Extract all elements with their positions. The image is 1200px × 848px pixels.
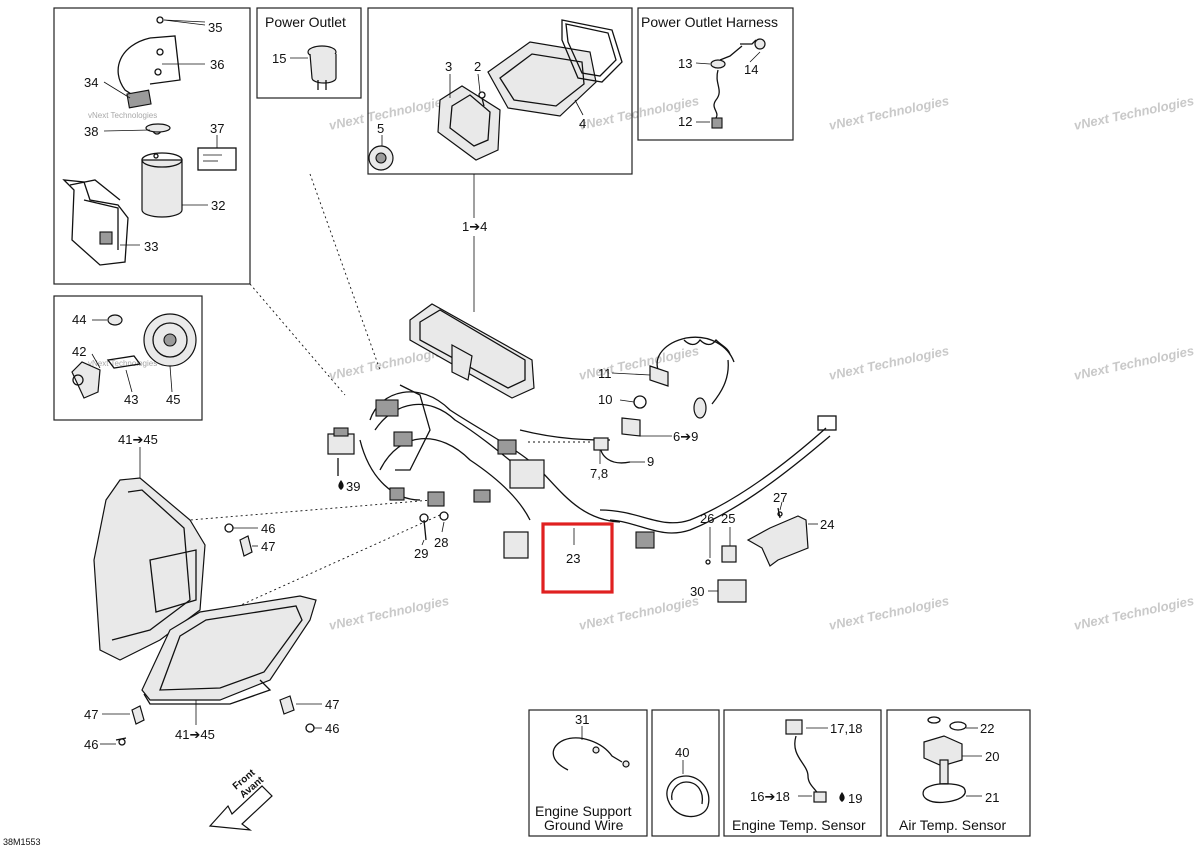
box-power-outlet: Power Outlet 15 [256, 7, 362, 99]
watermark-text: vNext Technologies [328, 93, 451, 133]
watermark-text: vNext Technologies [1073, 93, 1196, 133]
box-power-outlet-harness: Power Outlet Harness 13 14 12 [637, 7, 794, 141]
watermark-layer: vNext Technologies vNext Technologies vN… [88, 93, 1195, 633]
callout-7-8: 7,8 [590, 466, 608, 481]
callout-41-45-bottom: 41➔45 [175, 727, 215, 742]
callout-39: 39 [346, 479, 360, 494]
callout-32: 32 [211, 198, 225, 213]
callout-27: 27 [773, 490, 787, 505]
reference-lines [189, 173, 590, 611]
callout-44: 44 [72, 312, 86, 327]
callout-47-bottom-left: 47 [84, 707, 98, 722]
box-headlight-bulb: 44 42 43 45 [53, 295, 203, 421]
power-outlet-title: Power Outlet [265, 14, 346, 30]
callout-41-45-top: 41➔45 [118, 432, 158, 447]
callout-6-9: 6➔9 [673, 429, 698, 444]
callout-10: 10 [598, 392, 612, 407]
callout-24: 24 [820, 517, 834, 532]
box-filter-assembly: 35 36 34 38 37 32 33 [53, 7, 251, 285]
engine-support-title-1: Engine Support [535, 803, 632, 819]
callout-1-4: 1➔4 [462, 219, 487, 234]
front-arrow-icon: Front Avant [208, 767, 273, 831]
callout-40: 40 [675, 745, 689, 760]
watermark-text: vNext Technologies [828, 93, 951, 133]
watermark-small: vNext Technologies [88, 111, 157, 120]
callout-47-bottom-right: 47 [325, 697, 339, 712]
callout-25: 25 [721, 511, 735, 526]
callout-46-bottom-left: 46 [84, 737, 98, 752]
box-gauge-cluster: 3 2 5 4 [367, 7, 633, 175]
engine-temp-sensor-title: Engine Temp. Sensor [732, 817, 866, 833]
watermark-text: vNext Technologies [328, 593, 451, 633]
callout-26: 26 [700, 511, 714, 526]
callout-33: 33 [144, 239, 158, 254]
callout-3: 3 [445, 59, 452, 74]
watermark-small: vNext Technologies [88, 359, 157, 368]
oil-drop-icon [839, 792, 845, 802]
callout-21: 21 [985, 790, 999, 805]
callout-46-bottom-right: 46 [325, 721, 339, 736]
callout-31: 31 [575, 712, 589, 727]
box-engine-support-ground-wire: 31 Engine Support Ground Wire [528, 709, 648, 837]
box-engine-temp-sensor: 17,18 16➔18 19 Engine Temp. Sensor [723, 709, 882, 837]
watermark-text: vNext Technologies [828, 343, 951, 383]
callout-34: 34 [84, 75, 98, 90]
box-clamp: 40 [651, 709, 720, 837]
tether-key-assembly: 11 10 6➔9 9 7,8 [590, 336, 735, 481]
main-harness-assembly: 39 29 28 [327, 303, 837, 561]
watermark-text: vNext Technologies [578, 593, 701, 633]
watermark-text: vNext Technologies [1073, 593, 1196, 633]
callout-14: 14 [744, 62, 758, 77]
callout-47-top: 47 [261, 539, 275, 554]
watermark-text: vNext Technologies [578, 343, 701, 383]
callout-38: 38 [84, 124, 98, 139]
headlight-housing: 41➔45 46 47 41➔45 47 46 47 46 [84, 432, 339, 752]
engine-support-title-2: Ground Wire [544, 817, 624, 833]
air-temp-sensor-title: Air Temp. Sensor [899, 817, 1006, 833]
callout-23: 23 [566, 551, 580, 566]
callout-13: 13 [678, 56, 692, 71]
power-outlet-harness-title: Power Outlet Harness [641, 14, 778, 30]
callout-2: 2 [474, 59, 481, 74]
callout-37: 37 [210, 121, 224, 136]
highlight-part-23[interactable]: 23 [541, 522, 614, 594]
callout-30: 30 [690, 584, 704, 599]
callout-17-18: 17,18 [830, 721, 863, 736]
watermark-text: vNext Technologies [1073, 343, 1196, 383]
callout-15: 15 [272, 51, 286, 66]
callout-19: 19 [848, 791, 862, 806]
callout-46-top: 46 [261, 521, 275, 536]
callout-11: 11 [598, 366, 612, 381]
callout-36: 36 [210, 57, 224, 72]
callout-28: 28 [434, 535, 448, 550]
callout-9: 9 [647, 454, 654, 469]
callout-29: 29 [414, 546, 428, 561]
callout-45: 45 [166, 392, 180, 407]
bracket-assembly: 26 25 27 24 30 [690, 490, 834, 603]
callout-42: 42 [72, 344, 86, 359]
callout-16-18: 16➔18 [750, 789, 790, 804]
callout-5: 5 [377, 121, 384, 136]
diagram-id: 38M1553 [3, 837, 41, 847]
oil-drop-icon [338, 480, 344, 490]
callout-12: 12 [678, 114, 692, 129]
callout-4: 4 [579, 116, 586, 131]
callout-43: 43 [124, 392, 138, 407]
callout-35: 35 [208, 20, 222, 35]
box-air-temp-sensor: 22 20 21 Air Temp. Sensor [886, 709, 1031, 837]
watermark-text: vNext Technologies [828, 593, 951, 633]
callout-20: 20 [985, 749, 999, 764]
callout-22: 22 [980, 721, 994, 736]
